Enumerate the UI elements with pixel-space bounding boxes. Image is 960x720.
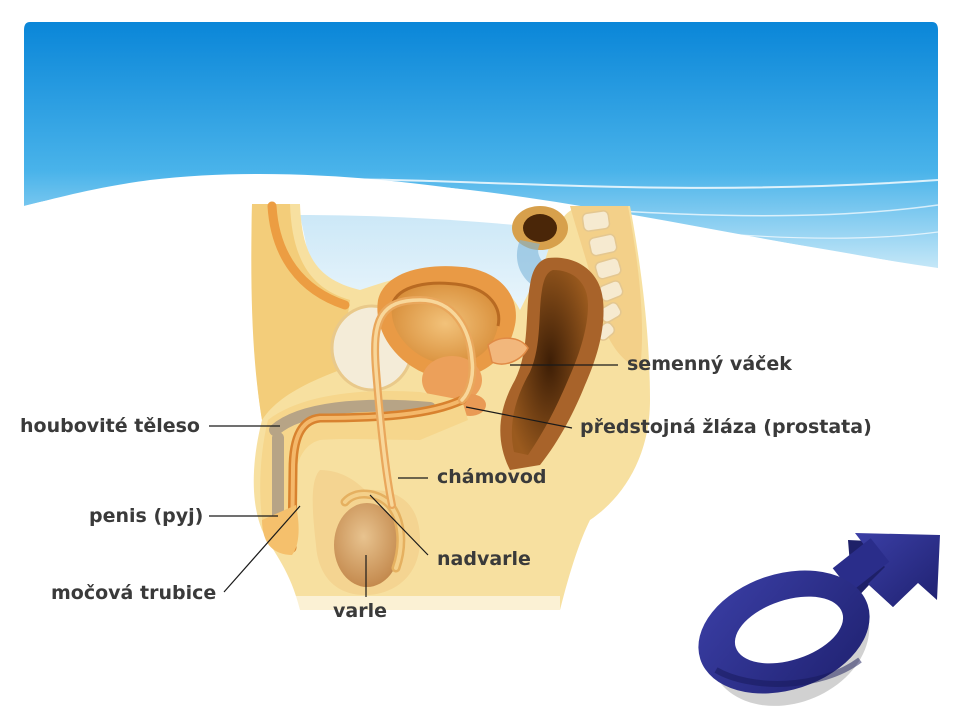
leader-line-epididymis [369, 494, 429, 556]
label-prostate: předstojná žláza (prostata) [580, 416, 872, 438]
label-epididymis: nadvarle [437, 548, 531, 570]
label-penis: penis (pyj) [89, 505, 204, 527]
label-vas-deferens: chámovod [437, 466, 547, 488]
anatomy-illustration [251, 201, 650, 612]
label-corpus-spongiosum: houbovité těleso [20, 415, 200, 437]
header-band [24, 22, 939, 280]
label-urethra: močová trubice [51, 582, 217, 604]
label-testis: varle [333, 600, 387, 622]
leader-lines [209, 364, 618, 597]
label-seminal-vesicle: semenný váček [627, 353, 792, 375]
leader-line-prostate [465, 406, 573, 429]
male-symbol-icon [698, 533, 940, 706]
leader-line-urethra [223, 505, 301, 593]
